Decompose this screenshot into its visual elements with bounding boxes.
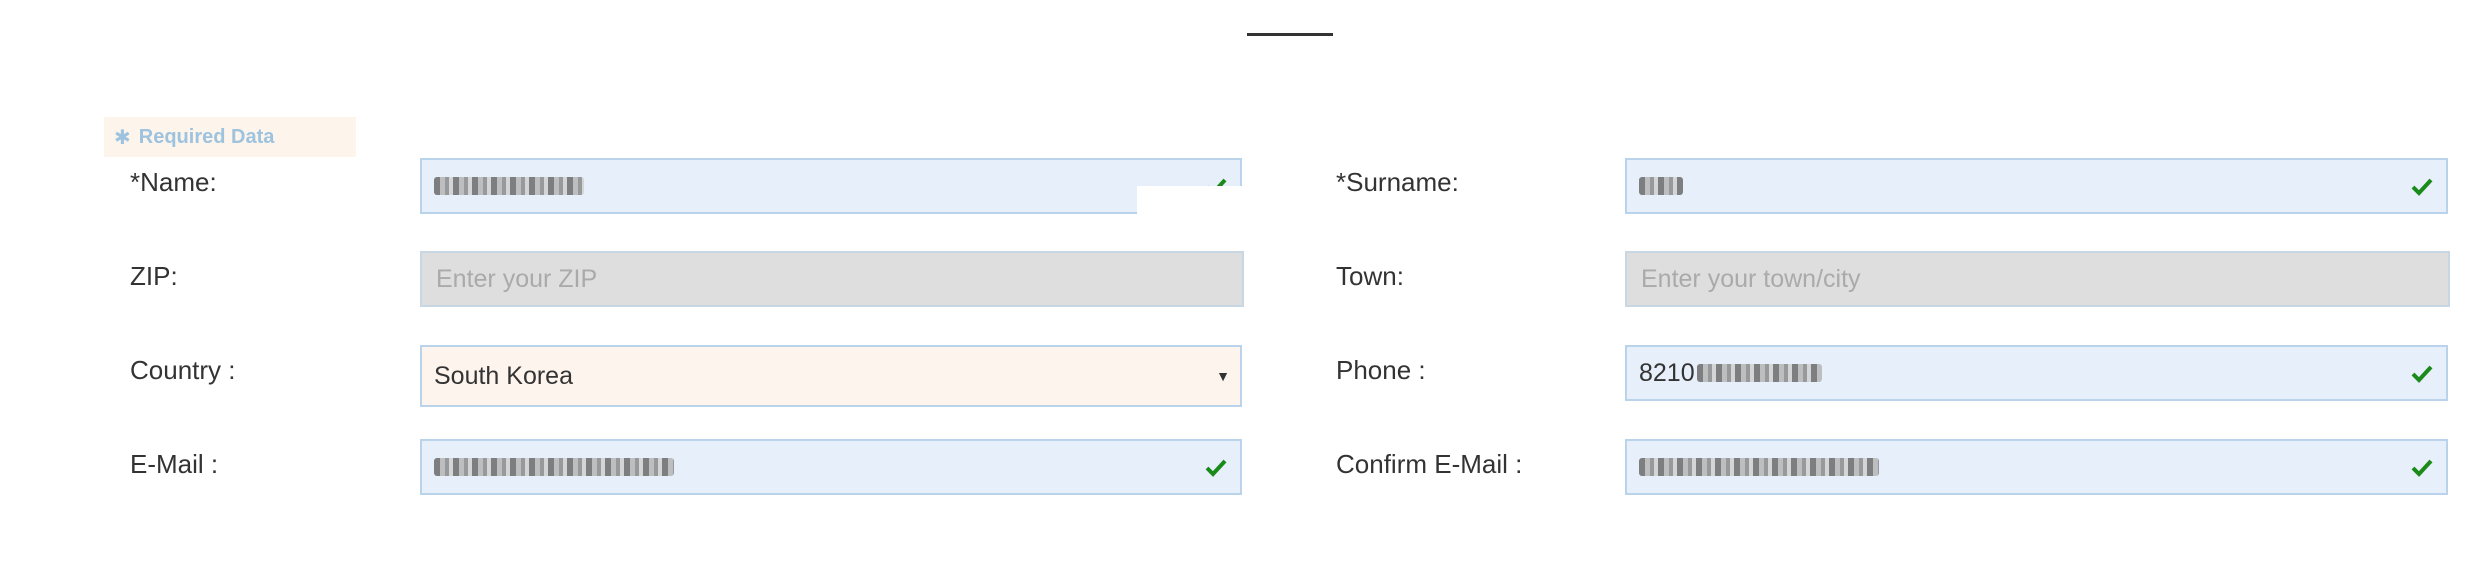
confirm-email-value-redacted [1639,458,1879,476]
email-field[interactable] [420,439,1242,495]
surname-value-redacted [1639,177,1683,195]
town-field[interactable] [1625,251,2450,307]
country-label: Country : [130,355,236,385]
zip-field[interactable] [420,251,1244,307]
zip-label: ZIP: [130,261,178,291]
name-value-redacted [434,177,584,195]
dropdown-arrow-icon[interactable]: ▼ [1216,368,1230,384]
country-value: South Korea [434,361,573,390]
asterisk-icon: ✱ [114,126,131,149]
country-select[interactable]: South Korea ▼ [420,345,1242,407]
town-input[interactable] [1639,263,2448,295]
surname-field[interactable] [1625,158,2448,214]
email-label: E-Mail : [130,449,219,479]
confirm-email-field[interactable] [1625,439,2448,495]
checkmark-icon [2410,455,2434,479]
header-divider [1247,33,1333,36]
phone-field[interactable]: 8210 [1625,345,2448,401]
surname-label: *Surname: [1336,167,1459,197]
field-overlay-gap [1137,240,1244,251]
town-label: Town: [1336,261,1404,291]
checkmark-icon [2410,361,2434,385]
checkmark-icon [2410,174,2434,198]
field-overlay-gap [1137,186,1244,214]
zip-input[interactable] [434,263,1242,295]
checkmark-icon [1204,455,1228,479]
phone-prefix: 8210 [1639,358,1695,387]
phone-value-redacted [1696,364,1822,382]
required-data-note: ✱ Required Data [104,117,356,157]
required-data-label: Required Data [138,125,275,148]
name-label: *Name: [130,167,217,197]
confirm-email-label: Confirm E-Mail : [1336,449,1523,479]
phone-label: Phone : [1336,355,1426,385]
email-value-redacted [434,458,674,476]
name-field[interactable] [420,158,1242,214]
